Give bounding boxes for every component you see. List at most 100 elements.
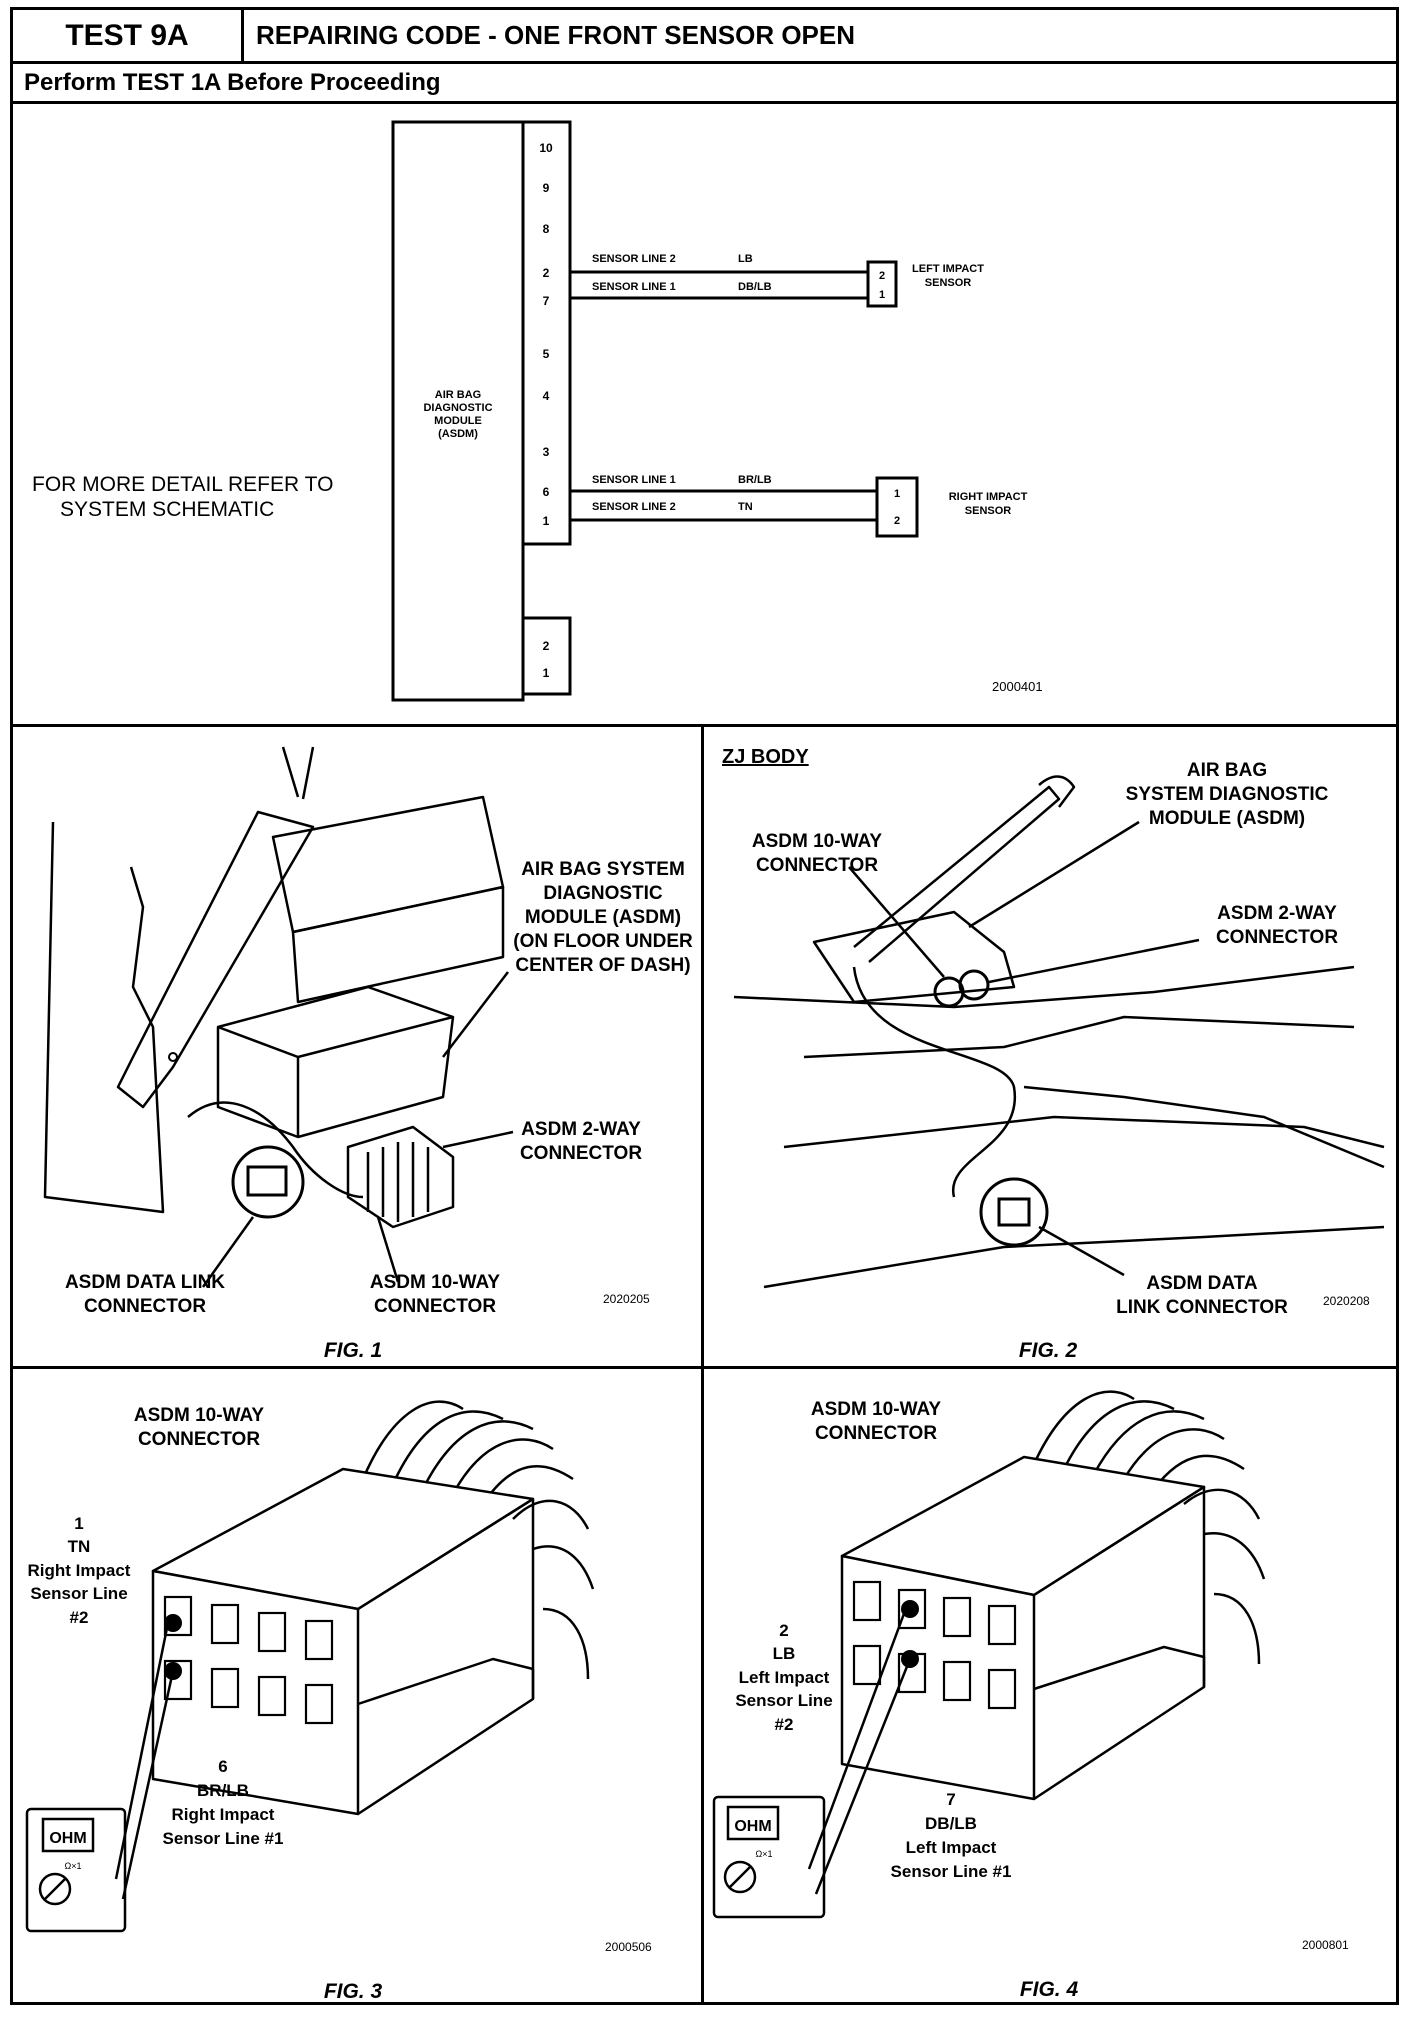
fig1-module-box	[216, 985, 455, 1139]
page-frame	[10, 7, 1399, 2005]
fig1-module-callout-5: CENTER OF DASH)	[515, 955, 690, 976]
fig2-data-link-callout-1: ASDM DATA	[1146, 1273, 1257, 1294]
fig3-probe-lead-b	[121, 1670, 175, 1900]
fig3-pin-b-number: 6	[218, 1757, 227, 1776]
fig1-bolt	[168, 1052, 178, 1062]
fig3-cavity	[163, 1595, 193, 1637]
fig3-pin-a-desc-2: Sensor Line	[30, 1584, 127, 1603]
left-sensor-label-line2: SENSOR	[925, 277, 972, 289]
fig2-two-way-callout-1: ASDM 2-WAY	[1217, 903, 1337, 924]
fig2-module-callout-3: MODULE (ASDM)	[1149, 808, 1305, 829]
fig4-cavity	[987, 1604, 1017, 1646]
schematic-bottom-rule	[10, 724, 1399, 727]
fig4-cavity	[942, 1596, 972, 1638]
fig3-ohmmeter	[25, 1807, 127, 1933]
fig4-wire-bundle	[1032, 1390, 1266, 1665]
fig3-connector-side	[357, 1497, 535, 1816]
fig3-cavity	[210, 1603, 240, 1645]
fig1-data-link-leader	[201, 1216, 255, 1288]
fig2-caption: FIG. 2	[1019, 1339, 1078, 1362]
fig1-data-link-connector	[246, 1165, 288, 1197]
fig4-pin-a-desc-2: Sensor Line	[735, 1691, 832, 1710]
module-pin-7: 7	[543, 294, 550, 308]
fig4-meter-display	[726, 1805, 780, 1841]
header-divider	[241, 7, 244, 63]
fig1-harness	[187, 1101, 364, 1199]
left-sensor-pin-2: 2	[879, 270, 885, 282]
fig2-module-callout-2: SYSTEM DIAGNOSTIC	[1126, 784, 1329, 805]
module-pin-1: 1	[543, 514, 550, 528]
fig4-pin-b-color: DB/LB	[925, 1814, 977, 1833]
fig4-caption: FIG. 4	[1020, 1978, 1079, 2001]
fig4-pin-a-desc-1: Left Impact	[739, 1668, 830, 1687]
module-label-line3: MODULE	[434, 415, 482, 427]
fig4-cavity	[852, 1644, 882, 1686]
fig3-ref: 2000506	[605, 1940, 652, 1954]
fig1-ten-way-leader	[376, 1216, 400, 1283]
fig3-probe-pin-1	[164, 1614, 182, 1632]
fig2-data-link-callout-2: LINK CONNECTOR	[1116, 1297, 1288, 1318]
left-impact-sensor-box	[866, 260, 898, 308]
fig4-probe-pin-2	[901, 1600, 919, 1618]
fig4-connector-front	[840, 1554, 1036, 1801]
right-line-a-color: BR/LB	[738, 474, 772, 486]
fig2-data-link-connector	[997, 1197, 1031, 1227]
fig2-ref: 2020208	[1323, 1294, 1370, 1308]
fig3-pin-a-desc-1: Right Impact	[28, 1561, 131, 1580]
fig2-body-label: ZJ BODY	[722, 746, 809, 768]
fig1-two-way-callout-1: ASDM 2-WAY	[521, 1119, 641, 1140]
fig2-cable	[852, 966, 1017, 1198]
fig1-module-leader	[442, 971, 509, 1058]
figure-column-rule	[701, 724, 704, 2005]
left-line-b-color: DB/LB	[738, 281, 772, 293]
page-title: REPAIRING CODE - ONE FRONT SENSOR OPEN	[256, 20, 856, 50]
fig2-floor-tunnel	[803, 1015, 1355, 1059]
left-line-a-color: LB	[738, 253, 753, 265]
fig4-pin-a-number: 2	[779, 1621, 788, 1640]
fig1-module-callout-4: (ON FLOOR UNDER	[513, 931, 693, 952]
fig2-shift-knob	[1038, 775, 1076, 808]
fig1-ten-way-body	[346, 1125, 455, 1229]
fig3-wire-bundle	[361, 1400, 595, 1680]
fig4-ref: 2000801	[1302, 1938, 1349, 1952]
header-rule	[10, 61, 1399, 64]
right-sensor-label-line1: RIGHT IMPACT	[949, 491, 1028, 503]
fig1-ref: 2020205	[603, 1292, 650, 1306]
fig4-meter-dial	[723, 1860, 757, 1894]
fig2-ten-way-leader	[848, 866, 945, 978]
fig3-cavity	[257, 1611, 287, 1653]
right-line-b-color: TN	[738, 501, 753, 513]
lower-pin-2: 2	[543, 639, 550, 653]
left-line-b-name: SENSOR LINE 1	[592, 281, 676, 293]
fig3-pin-a-color: TN	[68, 1537, 91, 1556]
fig3-pin-a-desc-3: #2	[70, 1608, 89, 1627]
prerequisite-note: Perform TEST 1A Before Proceeding	[24, 69, 441, 96]
module-pin-9: 9	[543, 181, 550, 195]
schematic-note-line1: FOR MORE DETAIL REFER TO	[32, 473, 333, 496]
fig2-shift-lever	[853, 785, 1061, 963]
module-label-line2: DIAGNOSTIC	[423, 402, 492, 414]
right-impact-sensor-box	[875, 476, 919, 538]
fig1-two-way-callout-2: CONNECTOR	[520, 1143, 642, 1164]
module-pin-4: 4	[543, 389, 550, 403]
fig2-data-link-leader	[1038, 1225, 1125, 1277]
fig3-pin-a-number: 1	[74, 1514, 83, 1533]
ten-way-pin-strip	[521, 120, 572, 546]
right-sensor-pin-1: 1	[894, 488, 900, 500]
prereq-rule	[10, 101, 1399, 104]
fig3-meter-range: Ω×1	[65, 1861, 82, 1871]
fig1-data-link-circle	[231, 1145, 305, 1219]
fig1-dash-bracket	[116, 810, 315, 1109]
fig3-cavity	[304, 1683, 334, 1725]
fig3-cavity	[210, 1667, 240, 1709]
fig2-two-way-callout-2: CONNECTOR	[1216, 927, 1338, 948]
fig1-two-way-leader	[442, 1130, 514, 1149]
fig3-cavity	[304, 1619, 334, 1661]
module-pin-5: 5	[543, 347, 550, 361]
fig1-ten-way-callout-2: CONNECTOR	[374, 1296, 496, 1317]
fig4-pin-a-color: LB	[773, 1644, 796, 1663]
fig4-connector-side	[1033, 1485, 1206, 1801]
fig1-module-location: AIR BAG SYSTEM DIAGNOSTIC MODULE (ASDM) …	[43, 746, 693, 1362]
fig4-cavity	[942, 1660, 972, 1702]
lower-pin-1: 1	[543, 666, 550, 680]
